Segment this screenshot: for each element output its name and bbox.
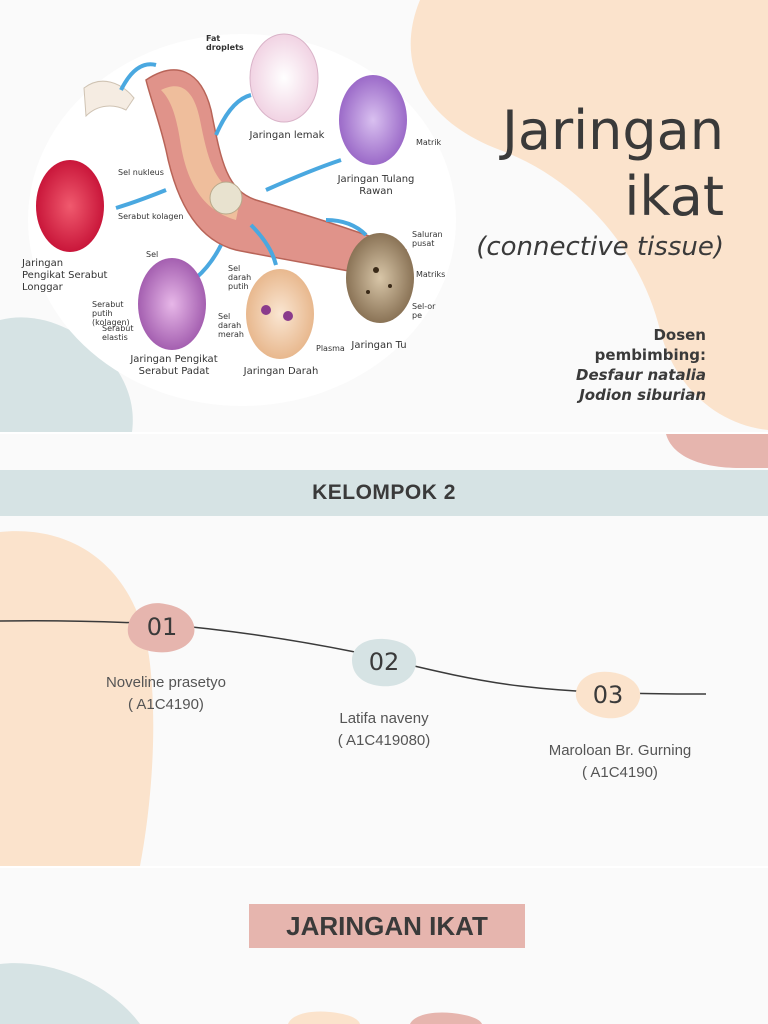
- dosen-label-1: Dosen: [653, 326, 706, 344]
- title-line-1: Jaringan: [501, 99, 724, 162]
- label-sel-or: Sel-or pe: [412, 302, 436, 320]
- slide-kelompok: KELOMPOK 2 01 02 03 Noveline prasetyo ( …: [0, 434, 768, 866]
- caption-pengikat-padat: Jaringan Pengikat Serabut Padat: [130, 354, 218, 377]
- title-line-2: ikat: [624, 165, 724, 228]
- member-2-name: Latifa naveny: [339, 710, 429, 727]
- caption-jaringan-tulang-rawan: Jaringan Tulang Rawan: [337, 174, 415, 197]
- label-fat-droplets: Fat droplets: [206, 34, 244, 52]
- label-serabut-elastis: Serabut elastis: [102, 324, 134, 342]
- slide-title-heading: Jaringan ikat: [502, 98, 724, 230]
- member-number-03: 03: [592, 681, 624, 709]
- member-3-name: Maroloan Br. Gurning: [548, 742, 692, 759]
- dosen-name-2: Jodion siburian: [579, 386, 706, 404]
- label-matrik: Matrik: [416, 138, 442, 147]
- member-number-01: 01: [146, 613, 178, 641]
- connective-tissue-figure: Fat droplets Jaringan lemak Matrik Jarin…: [22, 20, 458, 408]
- kelompok-heading-band: KELOMPOK 2: [0, 470, 768, 516]
- slide-title: Fat droplets Jaringan lemak Matrik Jarin…: [0, 0, 768, 432]
- label-sel-darah-merah: Sel darah merah: [218, 312, 244, 339]
- caption-pengikat-longgar: Jaringan Pengikat Serabut Longgar: [22, 258, 108, 293]
- slide-jaringan-ikat: JARINGAN IKAT: [0, 868, 768, 1024]
- caption-jaringan-darah: Jaringan Darah: [243, 366, 319, 377]
- member-3: Maroloan Br. Gurning ( A1C4190): [520, 740, 720, 784]
- kelompok-heading: KELOMPOK 2: [312, 481, 456, 504]
- dosen-name-1: Desfaur natalia: [576, 366, 706, 384]
- member-1-id: ( A1C4190): [128, 696, 204, 713]
- slide-subtitle: (connective tissue): [476, 232, 724, 262]
- member-2-id: ( A1C419080): [337, 732, 431, 749]
- label-sel-darah-putih: Sel darah putih: [228, 264, 252, 291]
- peach-blob: [0, 0, 768, 432]
- label-saluran-pusat: Saluran pusat: [412, 230, 443, 248]
- caption-jaringan-lemak: Jaringan lemak: [249, 130, 325, 141]
- slide2-blobs: [0, 434, 768, 866]
- jaringan-ikat-heading: JARINGAN IKAT: [286, 910, 488, 941]
- label-sel: Sel: [146, 250, 159, 259]
- label-sel-nukleus: Sel nukleus: [118, 168, 164, 177]
- dosen-label-2: pembimbing:: [594, 346, 706, 364]
- caption-jaringan-tulang: Jaringan Tu: [351, 340, 407, 351]
- label-plasma: Plasma: [316, 344, 345, 353]
- member-1: Noveline prasetyo ( A1C4190): [76, 672, 256, 716]
- member-number-02: 02: [368, 648, 400, 676]
- member-1-name: Noveline prasetyo: [105, 674, 227, 691]
- figure-illustration: [28, 33, 456, 406]
- slide3-blobs: [0, 963, 482, 1024]
- jaringan-ikat-heading-band: JARINGAN IKAT: [249, 904, 525, 948]
- label-matriks: Matriks: [416, 270, 446, 279]
- dosen-block: Dosen pembimbing: Desfaur natalia Jodion…: [576, 325, 706, 405]
- member-2: Latifa naveny ( A1C419080): [294, 708, 474, 752]
- member-3-id: ( A1C4190): [582, 764, 658, 781]
- label-serabut-kolagen: Serabut kolagen: [118, 212, 184, 221]
- label-serabut-putih: Serabut putih (kolagen): [92, 300, 130, 327]
